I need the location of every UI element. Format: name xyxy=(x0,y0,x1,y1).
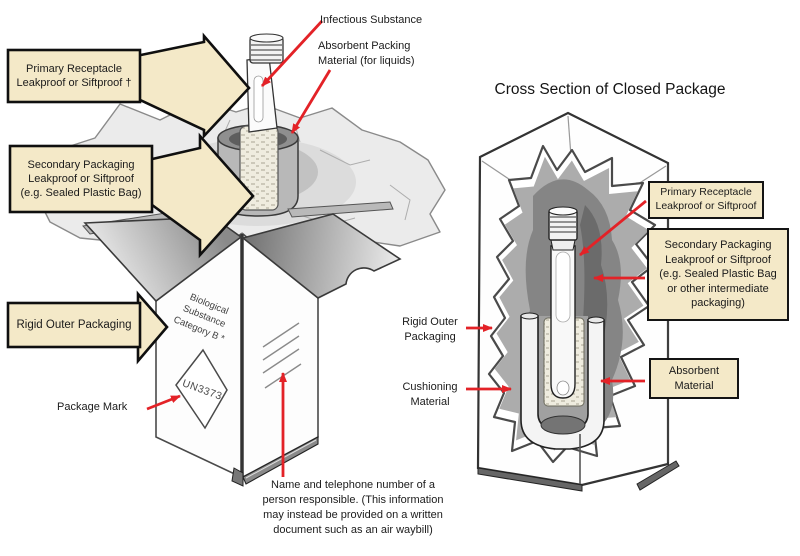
secondary-packaging-box-label: Secondary Packaging Leakproof or Siftpro… xyxy=(647,228,789,321)
primary-right-arrow xyxy=(579,199,647,257)
infectious-arrow xyxy=(260,20,324,87)
absorbent-material-box-label: Absorbent Material xyxy=(649,358,739,400)
package-mark-label: Package Mark xyxy=(57,401,128,413)
rigid-outer-packaging-label: Rigid Outer Packaging xyxy=(402,316,458,343)
un3373-diamond xyxy=(175,348,228,430)
secondary-packaging-callout: Secondary Packaging Leakproof or Siftpro… xyxy=(20,158,142,200)
red-pointer-arrows xyxy=(146,20,647,477)
vial-icon xyxy=(246,33,284,133)
rigid-callout-box xyxy=(6,301,142,349)
open-package-illustration xyxy=(6,32,446,487)
absorbent-packing-arrow xyxy=(290,69,332,134)
primary-callout-box xyxy=(6,48,142,104)
package-mark-arrow xyxy=(146,394,181,411)
callout-arrows xyxy=(6,32,255,365)
infectious-substance-label: Infectious Substance xyxy=(320,14,423,26)
rigid-outer-callout: Rigid Outer Packaging xyxy=(16,318,132,331)
primary-receptacle-callout: Primary Receptacle Leakproof or Siftproo… xyxy=(16,62,132,89)
outer-box xyxy=(155,232,319,487)
absorbent-packing-label: Absorbent Packing Material (for liquids) xyxy=(318,40,415,67)
primary-receptacle-box-label: Primary Receptacle Leakproof or Siftproo… xyxy=(648,181,764,219)
primary-callout-arrow xyxy=(134,32,251,140)
cross-section-container xyxy=(520,206,605,450)
cushioning-material-label: Cushioning Material xyxy=(402,381,458,408)
cross-section-title: Cross Section of Closed Package xyxy=(494,81,726,98)
responsible-person-note: Name and telephone number of a person re… xyxy=(262,479,444,536)
secondary-callout-arrow xyxy=(146,132,255,259)
address-lines xyxy=(262,322,302,389)
secondary-callout-box xyxy=(8,144,154,214)
